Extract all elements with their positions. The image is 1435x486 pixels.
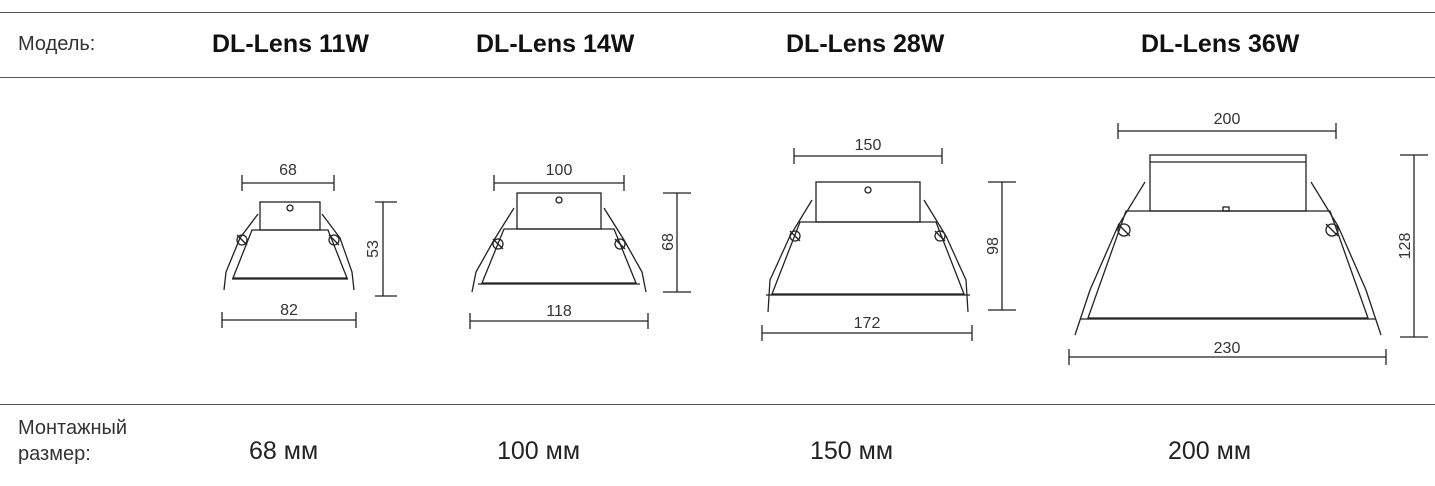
fixture-drawing-14w: 100 118 68 bbox=[469, 162, 691, 329]
bottom-width-36w: 230 bbox=[1214, 340, 1241, 357]
mount-label-line1: Монтажный bbox=[18, 417, 128, 439]
model-name-2: DL-Lens 14W bbox=[476, 30, 635, 58]
mount-size-11w: 68 мм bbox=[249, 437, 319, 465]
height-11w: 53 bbox=[365, 240, 382, 258]
model-label: Модель: bbox=[18, 33, 96, 55]
model-name-3: DL-Lens 28W bbox=[786, 30, 945, 58]
mount-label-line2: размер: bbox=[18, 443, 91, 465]
top-width-14w: 100 bbox=[546, 162, 573, 179]
model-name-4: DL-Lens 36W bbox=[1141, 30, 1300, 58]
top-width-36w: 200 bbox=[1214, 111, 1241, 128]
bottom-width-14w: 118 bbox=[546, 303, 572, 320]
bottom-width-28w: 172 bbox=[854, 315, 881, 332]
top-width-28w: 150 bbox=[855, 137, 882, 154]
bottom-width-11w: 82 bbox=[280, 302, 298, 319]
mount-size-36w: 200 мм bbox=[1168, 437, 1252, 465]
header-rule bbox=[0, 77, 1435, 78]
fixture-drawing-11w: 68 82 53 bbox=[221, 162, 397, 328]
mount-size-28w: 150 мм bbox=[810, 437, 894, 465]
mount-size-14w: 100 мм bbox=[497, 437, 581, 465]
fixture-drawing-36w: 200 230 128 bbox=[1068, 111, 1428, 365]
top-rule bbox=[0, 12, 1435, 13]
model-name-1: DL-Lens 11W bbox=[212, 30, 369, 58]
fixture-drawing-28w: 150 172 98 bbox=[761, 137, 1016, 341]
height-14w: 68 bbox=[660, 233, 677, 251]
height-36w: 128 bbox=[1397, 233, 1414, 260]
height-28w: 98 bbox=[985, 237, 1002, 255]
top-width-11w: 68 bbox=[279, 162, 297, 179]
footer-rule bbox=[0, 404, 1435, 405]
